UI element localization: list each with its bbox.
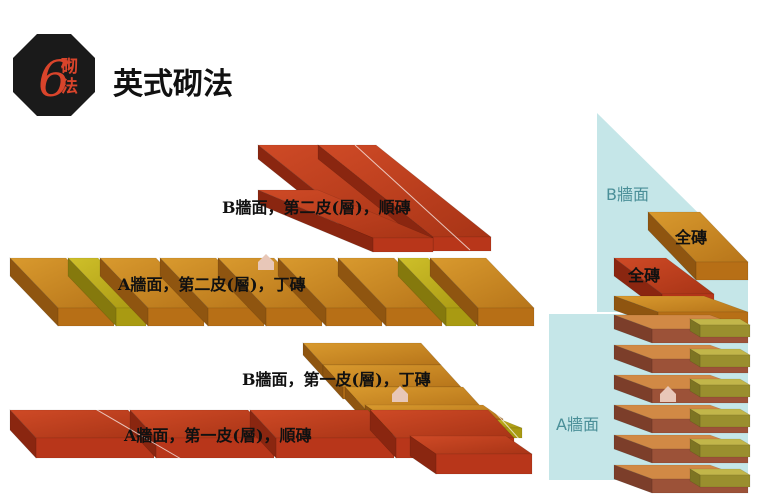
brick-side-face	[67, 257, 117, 327]
label-b-course-2: B牆面，第二皮(層)，順磚	[222, 198, 411, 217]
brick-side-face	[397, 257, 447, 327]
brick-side-face	[689, 408, 701, 428]
brick-side-face	[337, 257, 387, 327]
brick-side-face	[613, 344, 653, 374]
brick-front-face	[699, 474, 751, 488]
brick-top-face	[302, 342, 442, 366]
brick-layers	[9, 144, 752, 494]
label-a-course-1: A牆面，第一皮(層)，順磚	[123, 426, 312, 445]
badge-text-top: 砌	[60, 57, 78, 77]
brick-front-face	[432, 236, 492, 252]
brick-front-face	[699, 354, 751, 368]
brick-front-face	[435, 453, 533, 475]
brick-side-face	[689, 378, 701, 398]
brick-side-face	[129, 409, 157, 459]
brick-side-face	[99, 257, 149, 327]
brick-front-face	[699, 444, 751, 458]
octagon-badge-icon	[13, 34, 95, 116]
brick-side-face	[159, 257, 209, 327]
brick-side-face	[257, 189, 374, 253]
brick-front-face	[477, 307, 535, 327]
brick-front-face	[372, 237, 434, 253]
label-a-wall: A牆面	[556, 415, 599, 434]
badge-text-bottom: 法	[61, 76, 78, 97]
section-badge: 6 砌 法	[13, 34, 95, 116]
label-b-wall: B牆面	[606, 185, 649, 204]
label-a-course-2: A牆面，第二皮(層)，丁磚	[117, 275, 306, 294]
brick-side-face	[647, 211, 697, 281]
brick-side-face	[322, 364, 344, 400]
brick-side-face	[9, 409, 37, 459]
brick-side-face	[689, 468, 701, 488]
badge-number: 6	[38, 50, 70, 108]
label-full-brick-lower: 全磚	[627, 266, 660, 285]
brick-front-face	[699, 324, 751, 338]
guide-lines	[79, 144, 521, 471]
house-marker-icon	[258, 254, 676, 402]
label-b-course-1: B牆面，第一皮(層)，丁磚	[242, 370, 431, 389]
page-title: 英式砌法	[113, 67, 233, 102]
brick-front-face	[699, 384, 751, 398]
brick-side-face	[277, 257, 327, 327]
brick-front-face	[699, 414, 751, 428]
brick-side-face	[689, 318, 701, 338]
brick-side-face	[689, 348, 701, 368]
brick-side-face	[249, 409, 277, 459]
brick-side-face	[613, 464, 653, 494]
brick-side-face	[369, 409, 397, 459]
brick-side-face	[613, 314, 653, 344]
brick-side-face	[429, 257, 479, 327]
brick-side-face	[689, 438, 701, 458]
brick-side-face	[217, 257, 267, 327]
brick-side-face	[613, 434, 653, 464]
brick-side-face	[409, 435, 437, 475]
brick-side-face	[9, 257, 59, 327]
label-full-brick-upper: 全磚	[674, 228, 707, 247]
brick-side-face	[613, 374, 653, 404]
brick-side-face	[613, 404, 653, 434]
brick-front-face	[695, 261, 749, 281]
